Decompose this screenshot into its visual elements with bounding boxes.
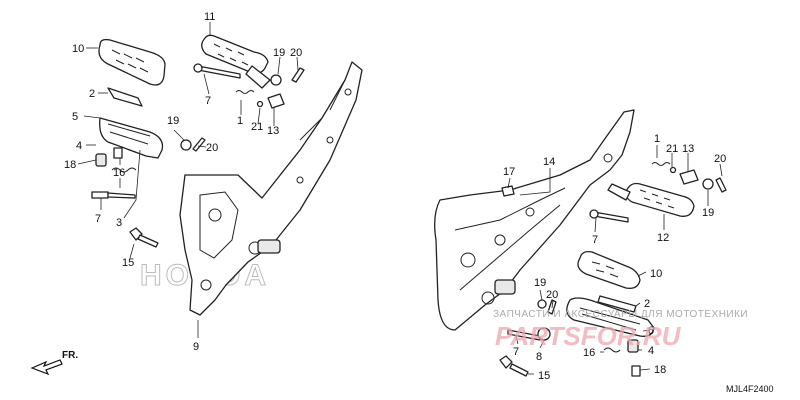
callout-9-left: 9 bbox=[193, 341, 199, 353]
front-direction-arrow: FR. bbox=[30, 350, 78, 376]
callout-15-left: 15 bbox=[122, 257, 134, 269]
callout-2-left: 2 bbox=[89, 88, 95, 100]
left-step-holder bbox=[179, 61, 363, 316]
callout-20a-right: 20 bbox=[714, 153, 726, 165]
callout-21-left: 21 bbox=[251, 121, 263, 133]
left-passenger-step bbox=[201, 34, 271, 89]
right-passenger-step bbox=[607, 182, 695, 217]
callout-10-right: 10 bbox=[650, 268, 662, 280]
diagram-code: MJL4F2400 bbox=[726, 384, 774, 394]
callout-21-right: 21 bbox=[666, 143, 678, 155]
callout-16-left: 16 bbox=[113, 167, 125, 179]
callout-19b-right: 19 bbox=[534, 277, 546, 289]
callout-4-left: 4 bbox=[76, 140, 82, 152]
callout-1-right: 1 bbox=[654, 133, 660, 145]
callout-numbers: 11 10 2 5 4 18 16 7 3 15 9 7 1 21 13 19 … bbox=[64, 11, 726, 382]
callout-20a-left: 20 bbox=[290, 47, 302, 59]
callout-2-right: 2 bbox=[644, 298, 650, 310]
callout-17-right: 17 bbox=[503, 166, 515, 178]
right-step-holder bbox=[434, 109, 635, 331]
right-rider-step bbox=[577, 250, 641, 313]
callout-20b-left: 20 bbox=[206, 142, 218, 154]
callout-19a-left: 19 bbox=[273, 47, 285, 59]
callout-11-left: 11 bbox=[204, 11, 215, 23]
callout-19a-right: 19 bbox=[702, 207, 714, 219]
callout-18-left: 18 bbox=[64, 159, 76, 171]
callout-5-left: 5 bbox=[72, 111, 78, 123]
callout-3-left: 3 bbox=[116, 217, 122, 229]
callout-7b-left: 7 bbox=[205, 95, 211, 107]
callout-7a-right: 7 bbox=[592, 234, 598, 246]
callout-14-right: 14 bbox=[543, 156, 555, 168]
callout-7a-left: 7 bbox=[95, 213, 101, 225]
right-small-parts bbox=[499, 162, 727, 377]
right-step-plate bbox=[566, 297, 655, 337]
callout-12-right: 12 bbox=[657, 232, 669, 244]
left-rider-step bbox=[98, 38, 166, 86]
callout-7b-right: 7 bbox=[513, 346, 519, 358]
left-small-parts bbox=[91, 63, 305, 248]
left-step-plate bbox=[99, 87, 164, 159]
callout-18-right: 18 bbox=[654, 364, 666, 376]
watermark-logo: PARTSFOR.RU bbox=[495, 321, 682, 351]
callout-15-right: 15 bbox=[538, 370, 550, 382]
callout-13-right: 13 bbox=[682, 143, 694, 155]
leader-lines bbox=[77, 22, 723, 375]
watermark-caption: ЗАПЧАСТИ И АКСЕССУАРЫ ДЛЯ МОТОТЕХНИКИ bbox=[493, 309, 748, 320]
front-marker-label: FR. bbox=[62, 350, 78, 361]
callout-19b-left: 19 bbox=[167, 115, 179, 127]
callout-13-left: 13 bbox=[267, 125, 279, 137]
callout-10-left: 10 bbox=[72, 43, 84, 55]
callout-1-left: 1 bbox=[237, 115, 243, 127]
arrow-icon bbox=[30, 359, 63, 376]
callout-20b-right: 20 bbox=[546, 289, 558, 301]
callout-16-right: 16 bbox=[583, 347, 595, 359]
callout-8-right: 8 bbox=[536, 351, 542, 363]
callout-4-right: 4 bbox=[648, 345, 654, 357]
callout-6-right: 6 bbox=[648, 325, 654, 337]
